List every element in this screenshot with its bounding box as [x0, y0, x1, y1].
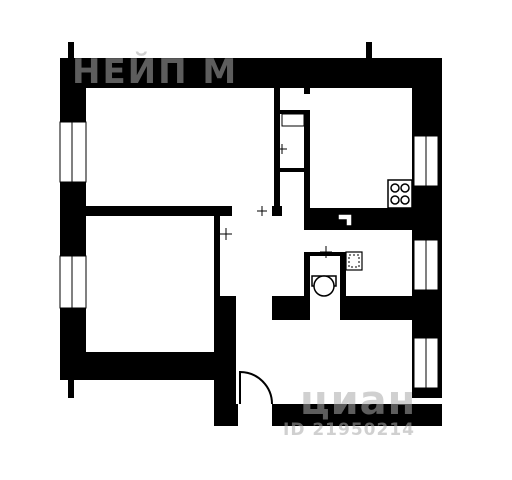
wall-storage-right: [304, 110, 310, 216]
wall-bathroom-right: [340, 252, 346, 300]
wall-bottom-left: [60, 352, 230, 380]
kitchen-counter: [337, 213, 353, 227]
vent-marks: [220, 144, 332, 258]
wall-storage-left: [278, 110, 308, 114]
wall-bathroom-left: [304, 252, 310, 300]
toilet: [311, 275, 337, 297]
wall-stub-top-right: [366, 42, 372, 60]
wall-corridor-top: [214, 296, 234, 302]
wall-top: [60, 58, 442, 88]
watermark-brand: циан: [300, 378, 417, 424]
stove-vent: [304, 88, 310, 94]
door-openings: [232, 206, 340, 426]
wall-corridor-left: [214, 296, 236, 426]
sink: [345, 251, 363, 271]
exterior-walls: [60, 42, 442, 426]
door-gap-room2: [232, 206, 272, 216]
stove: [387, 179, 413, 209]
watermark-id: ID 21950214: [283, 420, 415, 440]
door-swing: [239, 370, 273, 405]
door-gap-front: [238, 404, 272, 426]
wall-stub-top-left: [68, 42, 74, 60]
interior-walls: [86, 88, 412, 320]
wall-bathroom-top: [304, 252, 346, 256]
windows-right: [413, 135, 439, 389]
storage-cabinet: [281, 113, 305, 127]
window-left-2: [59, 255, 87, 309]
window-left-1: [59, 121, 87, 183]
wall-room-divider-horizontal: [86, 206, 282, 216]
wall-storage-mid: [278, 168, 308, 172]
wall-bedroom2-right: [214, 214, 220, 300]
wall-stub-bottom-left: [68, 378, 74, 398]
wall-room-divider-vertical: [274, 88, 280, 214]
wall-left: [60, 58, 86, 380]
wall-kitchen-bottom: [304, 208, 412, 230]
watermark-top: НЕЙП М: [72, 52, 239, 92]
windows-left: [59, 121, 87, 309]
door-gap-bathroom: [310, 296, 340, 320]
